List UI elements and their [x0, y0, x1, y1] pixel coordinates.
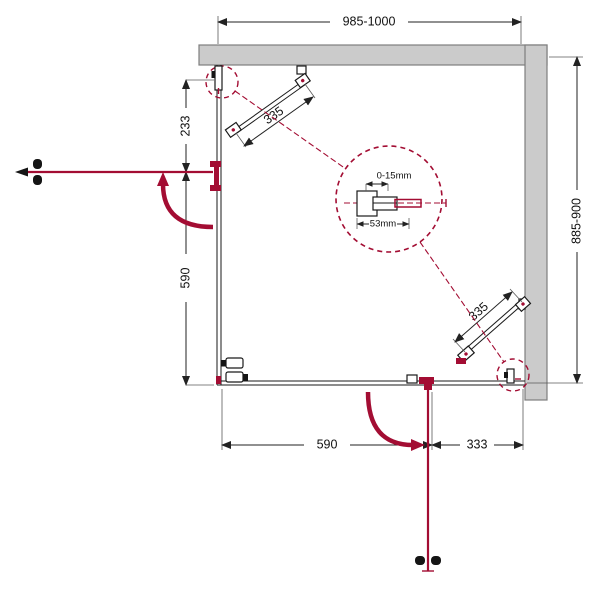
dimension-left: 233 590: [178, 79, 214, 386]
dimension-top: 985-1000: [217, 14, 522, 44]
dimension-bottom-inner-label: 590: [317, 437, 338, 451]
glass-bracket: [225, 357, 244, 369]
callout-leader-top: [234, 90, 347, 170]
profile-knob: [504, 372, 508, 378]
dimension-bottom: 590 333: [221, 389, 524, 451]
door-top-left-upper-hinge: [294, 72, 312, 89]
dimension-left-upper-label: 233: [178, 116, 192, 137]
dimension-left-lower-label: 590: [178, 268, 192, 289]
top-left-wall-profile: [214, 65, 223, 91]
corner-red-profile: [216, 376, 221, 384]
detail-callouts: [205, 65, 530, 392]
detail-width-label: 53mm: [370, 219, 396, 230]
bottom-hinge-bracket: [419, 377, 434, 384]
bottom-hinge-plate: [406, 374, 418, 384]
door-top-left: 335: [224, 65, 316, 148]
bracket-knob: [243, 374, 248, 381]
walls: [198, 44, 548, 401]
bottom-right-wall-profile: [506, 368, 515, 384]
dimension-bottom-door-label: 333: [467, 437, 488, 451]
left-hinge-profile: [214, 166, 219, 186]
swing-arc-bottom: [365, 391, 414, 448]
callout-leader-bottom: [419, 241, 505, 363]
door-bottom-right: 335: [452, 288, 532, 364]
swing-arrowhead-bottom: [411, 439, 425, 451]
bottom-hinge-profile: [424, 384, 432, 390]
fixed-glass-panels: [216, 65, 525, 386]
door-handle-knob: [33, 159, 42, 169]
swing-arc-left: [160, 183, 214, 230]
left-hinge-bracket: [210, 161, 221, 167]
detail-circle: [335, 145, 443, 253]
profile-knob: [211, 71, 216, 78]
detail-adjustment-label: 0-15mm: [377, 171, 412, 182]
dimension-right: 885-900: [527, 56, 583, 384]
door-handle-knob: [415, 556, 425, 565]
right-wall: [524, 44, 548, 401]
door-handle-knob: [431, 556, 441, 565]
door-left-open: [15, 159, 221, 230]
door-top-left-lower-hinge: [224, 121, 243, 139]
door-bottom-open: [365, 374, 441, 572]
callout-circle-bottom-right: [496, 358, 530, 392]
detail-bubble: 0-15mm 53mm: [335, 145, 447, 253]
door-bottom-right-upper-hinge: [514, 295, 532, 313]
left-hinge-bracket: [210, 185, 221, 191]
top-wall: [198, 44, 548, 66]
bracket-knob: [221, 360, 226, 367]
door-top-left-wall-plate: [296, 65, 307, 75]
dimension-door-top-label: 335: [261, 104, 286, 127]
dimension-right-label: 885-900: [569, 198, 583, 244]
hardware: [211, 65, 521, 384]
glass-profile-section: [394, 198, 422, 208]
swing-arrowhead-left: [157, 172, 169, 186]
glass-bracket: [225, 371, 244, 383]
door-bottom-right-hinge-bracket: [456, 358, 466, 364]
dimension-door-bottom-label: 335: [466, 299, 491, 323]
door-handle-knob: [33, 175, 42, 185]
open-direction-arrow-icon: [15, 167, 28, 177]
dimension-top-label: 985-1000: [343, 14, 396, 28]
